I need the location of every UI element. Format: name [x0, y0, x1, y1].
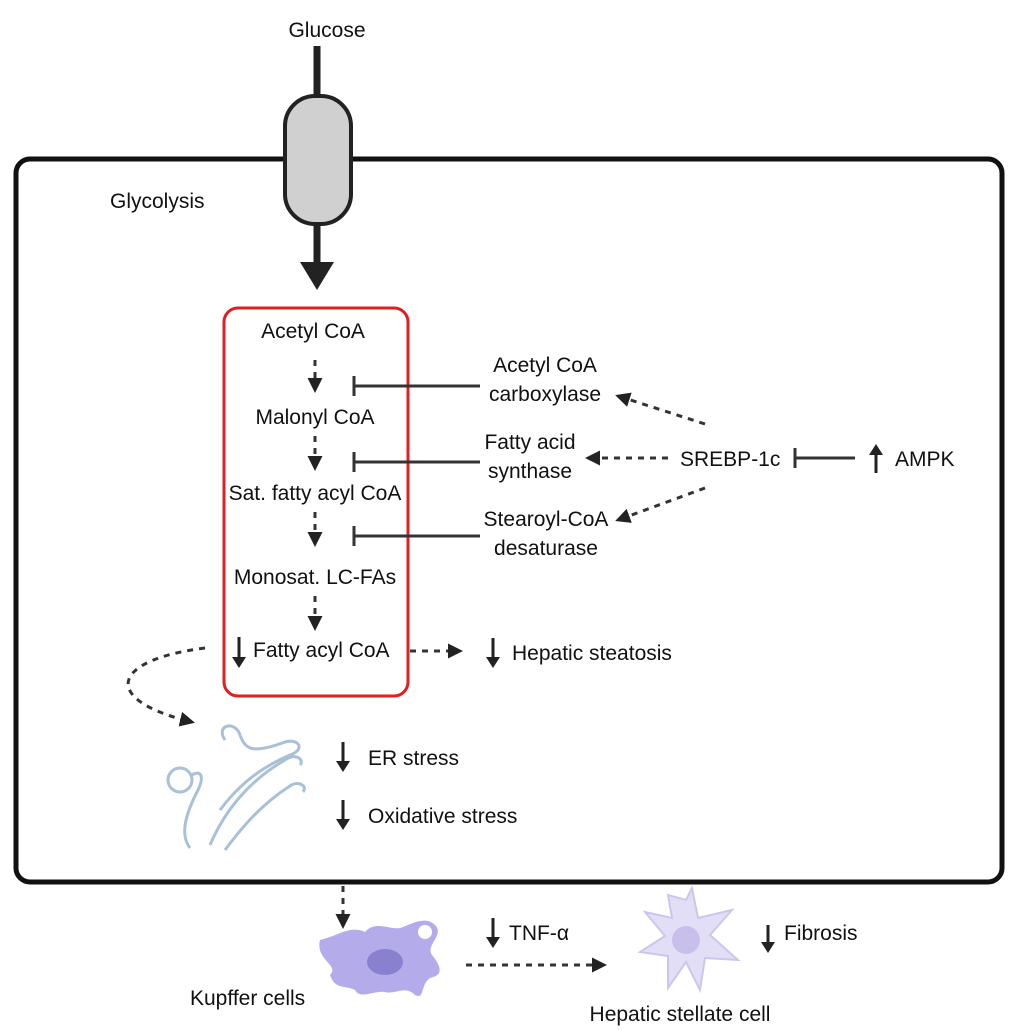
hepatic-stellate-cell-label: Hepatic stellate cell	[590, 1003, 771, 1026]
glycolysis-arrow-head	[300, 262, 334, 290]
hepatic-steatosis-label: Hepatic steatosis	[512, 642, 672, 665]
tnf-alpha-label: TNF-α	[509, 922, 569, 945]
hepatic-stellate-cell-icon	[637, 884, 741, 994]
sat-fatty-acyl-coa-label: Sat. fatty acyl CoA	[229, 482, 402, 505]
scd-inhibition	[352, 526, 480, 546]
up-arrow-icon	[869, 444, 883, 473]
glucose-label: Glucose	[288, 19, 365, 42]
cell-membrane	[13, 156, 1005, 885]
malonyl-coa-label: Malonyl CoA	[255, 406, 374, 429]
acc-inhibition	[352, 376, 480, 396]
fatty-acyl-coa-label: Fatty acyl CoA	[253, 639, 390, 662]
down-arrow-icon	[232, 637, 246, 668]
down-arrow-icon	[336, 800, 350, 830]
down-arrow-icon	[486, 638, 500, 668]
srebp-label: SREBP-1c	[680, 448, 780, 471]
glucose-transporter	[283, 94, 353, 226]
fas-label-line2: synthase	[488, 460, 572, 483]
fas-inhibition	[352, 452, 480, 472]
oxidative-stress-label: Oxidative stress	[368, 805, 517, 828]
scd-label-line1: Stearoyl-CoA	[484, 508, 609, 531]
er-arrow	[126, 646, 206, 727]
lipogenesis-box	[222, 306, 410, 698]
fibrosis-label: Fibrosis	[784, 922, 858, 945]
acetyl-coa-label: Acetyl CoA	[261, 320, 365, 343]
down-arrow-icon	[486, 918, 500, 948]
down-arrow-icon	[336, 742, 350, 772]
down-arrow-icon	[761, 925, 775, 953]
srebp-inhibition	[793, 448, 855, 468]
scd-label-line2: desaturase	[494, 537, 598, 560]
er-stress-label: ER stress	[368, 747, 459, 770]
srebp-to-scd-arrow	[615, 486, 706, 523]
kupffer-cells-label: Kupffer cells	[190, 987, 305, 1010]
glycolysis-label: Glycolysis	[110, 190, 205, 213]
fas-label-line1: Fatty acid	[484, 431, 575, 454]
srebp-to-acc-arrow	[615, 392, 706, 426]
kupffer-cell-icon	[319, 920, 440, 997]
acc-label-line1: Acetyl CoA	[493, 354, 597, 377]
endoplasmic-reticulum-icon	[166, 724, 306, 851]
ampk-label: AMPK	[895, 448, 955, 471]
monosat-lc-fas-label: Monosat. LC-FAs	[234, 566, 396, 589]
acc-label-line2: carboxylase	[489, 383, 601, 406]
